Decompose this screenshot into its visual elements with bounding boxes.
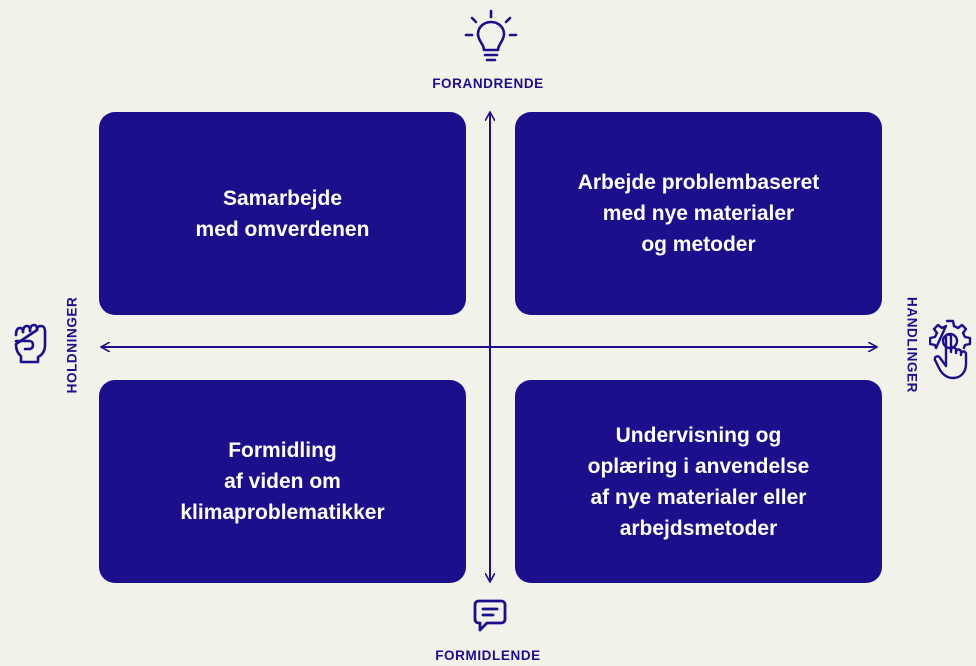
axis-label-bottom: FORMIDLENDE: [435, 648, 541, 663]
raised-fist-icon: [14, 323, 47, 364]
quadrant-top-left: Samarbejde med omverdenen: [99, 112, 466, 315]
quadrant-top-right-text: Arbejde problembaseret med nye materiale…: [578, 167, 820, 260]
gear-hand-icon: [929, 319, 972, 380]
quadrant-top-right: Arbejde problembaseret med nye materiale…: [515, 112, 882, 315]
quadrant-text-line: Arbejde problembaseret: [577, 171, 820, 194]
axis-label-top: FORANDRENDE: [432, 76, 544, 91]
quadrant-bottom-right: Undervisning og oplæring i anvendelse af…: [515, 380, 882, 583]
lightbulb-icon: [464, 9, 518, 62]
quadrant-text-line: af nye materialer eller: [590, 485, 807, 509]
quadrant-top-left-text: Samarbejde med omverdenen: [196, 183, 370, 245]
quadrant-bottom-left: Formidling af viden om klimaproblematikk…: [99, 380, 466, 583]
quadrant-text-line: arbejdsmetoder: [619, 516, 778, 540]
quadrant-text-line: med omverdenen: [195, 217, 370, 241]
quadrant-text-line: med nye materialer: [602, 202, 795, 225]
axis-label-right: HANDLINGER: [904, 297, 920, 393]
quadrant-text-line: Formidling: [228, 439, 337, 462]
quadrant-text-line: af viden om: [224, 470, 341, 493]
speech-bubble-icon: [473, 599, 507, 632]
quadrant-text-line: Samarbejde: [222, 186, 343, 210]
quadrant-text-line: oplæring i anvendelse: [587, 454, 810, 478]
quadrant-text-line: klimaproblematikker: [180, 501, 385, 524]
axis-label-left: HOLDNINGER: [64, 296, 80, 394]
quadrant-bottom-left-text: Formidling af viden om klimaproblematikk…: [180, 435, 384, 528]
quadrant-text-line: og metoder: [641, 233, 756, 256]
quadrant-text-line: Undervisning og: [615, 423, 782, 447]
quadrant-bottom-right-text: Undervisning og oplæring i anvendelse af…: [588, 420, 810, 544]
